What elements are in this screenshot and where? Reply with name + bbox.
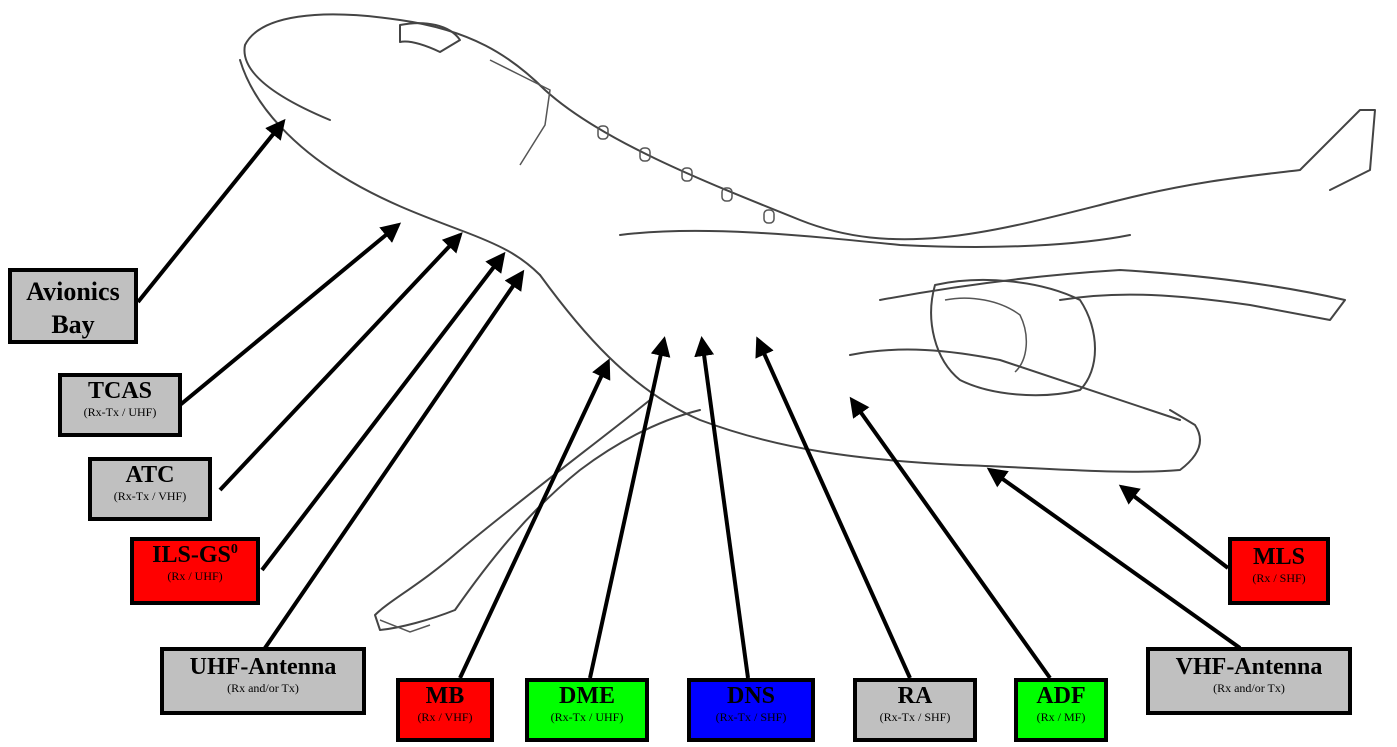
- mls-subtitle: (Rx / SHF): [1252, 571, 1306, 586]
- arrow-avionics: [136, 118, 286, 304]
- dme-label: DME (Rx-Tx / UHF): [525, 678, 649, 742]
- arrow-adf: [849, 396, 1052, 680]
- arrow-ilsgs: [260, 251, 506, 572]
- avionics-bay-label: Avionics Bay: [8, 268, 138, 344]
- dns-title: DNS: [726, 683, 775, 709]
- arrow-mls: [1118, 484, 1230, 570]
- ra-subtitle: (Rx-Tx / SHF): [879, 710, 951, 725]
- arrow-dme: [588, 336, 671, 679]
- ra-title: RA: [897, 683, 933, 709]
- adf-title: ADF: [1036, 683, 1086, 709]
- atc-subtitle: (Rx-Tx / VHF): [113, 489, 187, 504]
- arrow-tcas: [178, 222, 402, 407]
- ilsgs-label: ILS-GS0 (Rx / UHF): [130, 537, 260, 605]
- atc-title: ATC: [125, 462, 175, 488]
- atc-label: ATC (Rx-Tx / VHF): [88, 457, 212, 521]
- tcas-subtitle: (Rx-Tx / UHF): [83, 405, 157, 420]
- arrow-atc: [218, 232, 463, 492]
- ilsgs-title: ILS-GS0: [134, 542, 256, 568]
- mls-label: MLS (Rx / SHF): [1228, 537, 1330, 605]
- arrow-uhf: [263, 269, 525, 650]
- arrow-ra: [755, 336, 912, 679]
- ilsgs-subtitle: (Rx / UHF): [167, 569, 223, 584]
- adf-label: ADF (Rx / MF): [1014, 678, 1108, 742]
- vhf-antenna-title: VHF-Antenna: [1175, 654, 1323, 680]
- ra-label: RA (Rx-Tx / SHF): [853, 678, 977, 742]
- dme-title: DME: [559, 683, 615, 709]
- aircraft-outline: [239, 13, 1376, 633]
- mb-label: MB (Rx / VHF): [396, 678, 494, 742]
- arrow-mb: [458, 358, 611, 679]
- pointer-arrows: [136, 118, 1242, 680]
- tcas-label: TCAS (Rx-Tx / UHF): [58, 373, 182, 437]
- mb-subtitle: (Rx / VHF): [417, 710, 473, 725]
- uhf-antenna-subtitle: (Rx and/or Tx): [227, 681, 299, 696]
- adf-subtitle: (Rx / MF): [1036, 710, 1086, 725]
- vhf-antenna-label: VHF-Antenna (Rx and/or Tx): [1146, 647, 1352, 715]
- avionics-bay-title: Avionics Bay: [26, 277, 120, 339]
- uhf-antenna-title: UHF-Antenna: [189, 654, 337, 680]
- dns-label: DNS (Rx-Tx / SHF): [687, 678, 815, 742]
- ilsgs-title-text: ILS-GS: [152, 542, 231, 568]
- vhf-antenna-subtitle: (Rx and/or Tx): [1213, 681, 1285, 696]
- tcas-title: TCAS: [87, 378, 153, 404]
- mb-title: MB: [425, 683, 465, 709]
- uhf-antenna-label: UHF-Antenna (Rx and/or Tx): [160, 647, 366, 715]
- mls-title: MLS: [1252, 544, 1305, 570]
- dme-subtitle: (Rx-Tx / UHF): [550, 710, 624, 725]
- arrow-dns: [694, 336, 750, 679]
- dns-subtitle: (Rx-Tx / SHF): [715, 710, 787, 725]
- arrow-vhf: [986, 467, 1242, 650]
- ilsgs-title-sup: 0: [230, 542, 238, 557]
